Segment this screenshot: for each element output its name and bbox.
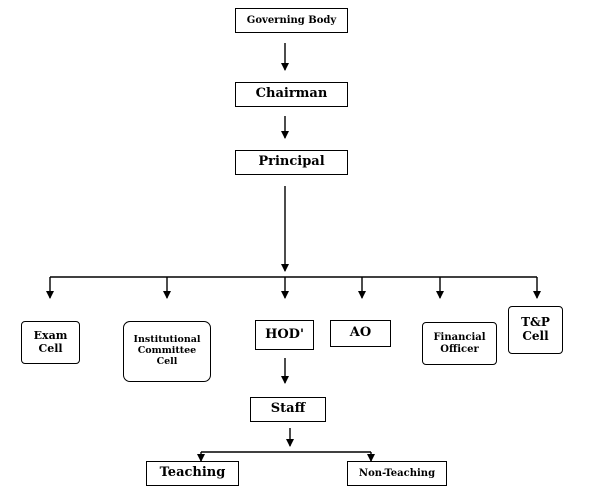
node-teaching: Teaching [146, 461, 239, 486]
node-governing-body: Governing Body [235, 8, 348, 33]
node-hod: HOD' [255, 320, 314, 350]
node-exam-cell: Exam Cell [21, 321, 80, 364]
node-chairman: Chairman [235, 82, 348, 107]
node-ao: AO [330, 320, 391, 347]
node-tp-cell: T&P Cell [508, 306, 563, 354]
node-staff: Staff [250, 397, 326, 422]
node-institutional-committee-cell: Institutional Committee Cell [123, 321, 211, 382]
node-non-teaching: Non-Teaching [347, 461, 447, 486]
node-financial-officer: Financial Officer [422, 322, 497, 365]
node-principal: Principal [235, 150, 348, 175]
